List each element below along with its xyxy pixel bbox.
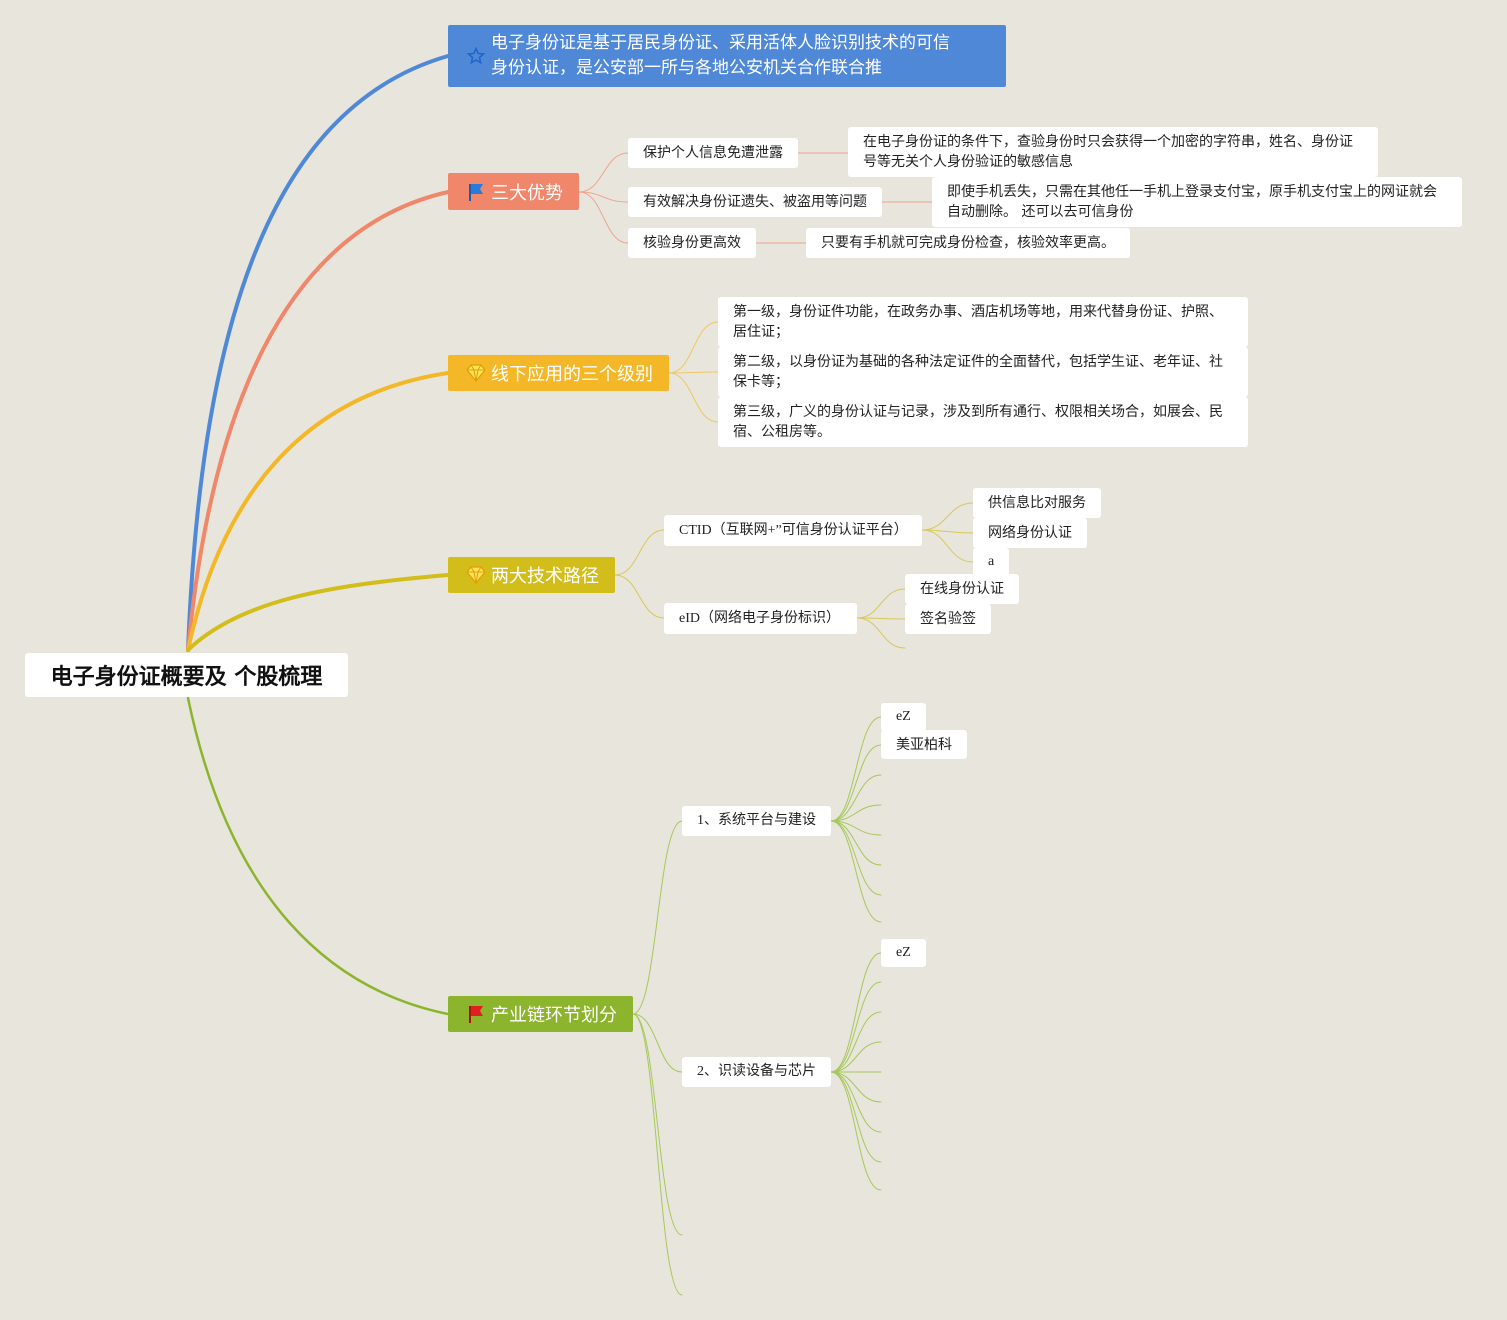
star-icon — [465, 45, 487, 67]
tech-leaf[interactable]: a — [973, 548, 1009, 576]
connector-chain-segment — [632, 1013, 683, 1236]
connector-chain-segment — [632, 1013, 683, 1073]
advantage-item[interactable]: 保护个人信息免遭泄露 — [628, 138, 798, 168]
connector-chain-leaf — [830, 1071, 882, 1133]
connector-chain-segment — [632, 1013, 683, 1296]
diamond-icon — [465, 564, 487, 586]
advantage-detail[interactable]: 只要有手机就可完成身份检查，核验效率更高。 — [806, 228, 1130, 258]
advantage-item[interactable]: 有效解决身份证遗失、被盗用等问题 — [628, 187, 882, 217]
connector-levels — [186, 371, 450, 652]
connector-chain-segment — [632, 820, 683, 1015]
tech-label: 两大技术路径 — [491, 566, 599, 587]
connector-advantage-item — [578, 152, 629, 193]
connector-chain-leaf — [830, 1011, 882, 1073]
diamond-icon — [465, 362, 487, 384]
connector-chain-leaf — [830, 1071, 882, 1103]
advantage-detail[interactable]: 即使手机丢失，只需在其他任一手机上登录支付宝，原手机支付宝上的网证就会自动删除。… — [932, 177, 1462, 227]
connector-tech-leaf — [856, 617, 906, 620]
advantage-detail[interactable]: 在电子身份证的条件下，查验身份时只会获得一个加密的字符串，姓名、身份证号等无关个… — [848, 127, 1378, 177]
connector-chain — [186, 696, 450, 1016]
branch-levels[interactable]: 线下应用的三个级别 — [448, 355, 669, 391]
connector-level-item — [668, 371, 719, 374]
chain-label: 产业链环节划分 — [491, 1005, 617, 1026]
connector-chain-leaf — [830, 774, 882, 822]
tech-leaf[interactable]: 供信息比对服务 — [973, 488, 1101, 518]
connector-chain-leaf — [830, 820, 882, 866]
level-item[interactable]: 第二级，以身份证为基础的各种法定证件的全面替代，包括学生证、老年证、社保卡等； — [718, 347, 1248, 397]
definition-line-1: 电子身份证是基于居民身份证、采用活体人脸识别技术的可信 — [491, 33, 950, 53]
flag-red-icon — [465, 1003, 487, 1025]
chain-segment[interactable]: 2、识读设备与芯片 — [682, 1057, 831, 1087]
connector-tech-leaf — [856, 588, 906, 619]
connector-chain-leaf — [830, 1071, 882, 1163]
connector-tech-path — [614, 529, 665, 576]
advantages-label: 三大优势 — [491, 182, 563, 204]
definition-line-2: 身份认证，是公安部一所与各地公安机关合作联合推 — [491, 58, 882, 78]
level-item[interactable]: 第三级，广义的身份认证与记录，涉及到所有通行、权限相关场合，如展会、民宿、公租房… — [718, 397, 1248, 447]
connector-chain-leaf — [830, 744, 882, 822]
chain-leaf[interactable]: eZ — [881, 939, 926, 967]
branch-chain[interactable]: 产业链环节划分 — [448, 996, 633, 1032]
connector-tech-leaf — [921, 502, 974, 531]
connector-chain-leaf — [830, 981, 882, 1073]
chain-leaf[interactable]: 美亚柏科 — [881, 730, 967, 759]
connector-chain-leaf — [830, 820, 882, 923]
flag-blue-icon — [465, 181, 487, 203]
connector-chain-leaf — [830, 952, 882, 1073]
connector-chain-leaf — [830, 1041, 882, 1073]
connector-chain-leaf — [830, 820, 882, 896]
connector-level-item — [668, 372, 719, 423]
connector-tech-leaf — [856, 617, 906, 649]
root-topic[interactable]: 电子身份证概要及 个股梳理 — [25, 653, 348, 697]
definition-text: 电子身份证是基于居民身份证、采用活体人脸识别技术的可信 身份认证，是公安部一所与… — [491, 31, 950, 81]
connector-advantage-item — [578, 191, 629, 244]
connector-chain-leaf — [830, 804, 882, 822]
tech-leaf[interactable]: 在线身份认证 — [905, 574, 1019, 604]
connector-level-item — [668, 321, 719, 374]
connector-tech-leaf — [921, 529, 974, 563]
connector-chain-leaf — [830, 716, 882, 822]
branch-advantages[interactable]: 三大优势 — [448, 173, 579, 210]
advantage-item[interactable]: 核验身份更高效 — [628, 228, 756, 258]
branch-tech[interactable]: 两大技术路径 — [448, 557, 615, 593]
chain-segment[interactable]: 1、系统平台与建设 — [682, 806, 831, 836]
levels-label: 线下应用的三个级别 — [491, 364, 653, 385]
tech-path[interactable]: CTID（互联网+”可信身份认证平台） — [664, 515, 922, 546]
tech-leaf[interactable]: 网络身份认证 — [973, 518, 1087, 548]
tech-leaf[interactable]: 签名验签 — [905, 604, 991, 634]
chain-leaf[interactable]: eZ — [881, 703, 926, 731]
tech-path[interactable]: eID（网络电子身份标识） — [664, 603, 857, 634]
connector-advantage-item — [578, 191, 629, 203]
branch-definition[interactable]: 电子身份证是基于居民身份证、采用活体人脸识别技术的可信 身份认证，是公安部一所与… — [448, 25, 1006, 87]
connector-tech-leaf — [921, 529, 974, 534]
connector-tech-path — [614, 574, 665, 619]
level-item[interactable]: 第一级，身份证件功能，在政务办事、酒店机场等地，用来代替身份证、护照、居住证； — [718, 297, 1248, 347]
connector-definition — [186, 54, 450, 652]
connector-advantages — [186, 190, 450, 652]
connector-chain-leaf — [830, 1071, 882, 1191]
connector-tech — [186, 573, 450, 652]
